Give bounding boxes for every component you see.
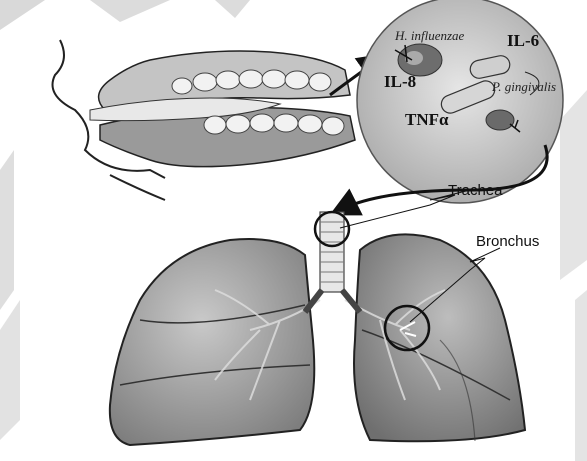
trachea-label: Trachea bbox=[448, 182, 503, 199]
oral-cavity bbox=[53, 40, 356, 200]
right-lung bbox=[110, 239, 314, 445]
p-gingivalis-label: P. gingivalis bbox=[491, 79, 556, 94]
tnf-label: TNFα bbox=[405, 110, 449, 129]
il8-label: IL-8 bbox=[384, 72, 416, 91]
pathogen-magnification-circle: H. influenzae IL-6 IL-8 P. gingivalis TN… bbox=[357, 0, 563, 203]
bronchus-label: Bronchus bbox=[476, 233, 539, 250]
h-influenzae-label: H. influenzae bbox=[394, 28, 465, 43]
left-lung bbox=[354, 234, 525, 441]
lungs bbox=[110, 212, 525, 445]
il6-label: IL-6 bbox=[507, 31, 539, 50]
trachea-structure bbox=[305, 212, 360, 312]
